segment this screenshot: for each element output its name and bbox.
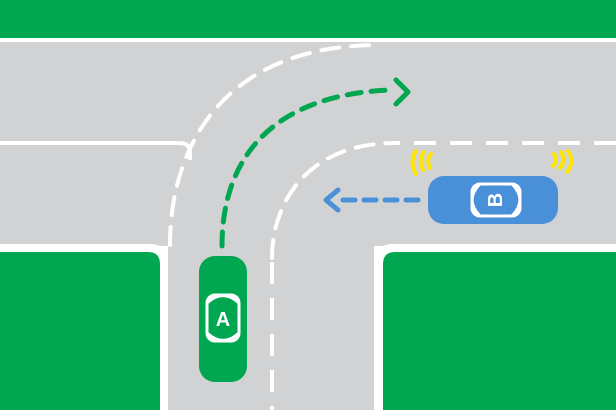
bottom-left-grass — [0, 252, 160, 410]
car-b: B — [428, 176, 558, 224]
car-a-label: A — [216, 309, 230, 331]
bottom-right-grass — [383, 252, 616, 410]
top-sidewalk — [0, 38, 616, 42]
car-a: A — [199, 256, 247, 382]
top-grass-strip — [0, 0, 616, 38]
car-b-label: B — [485, 193, 507, 207]
